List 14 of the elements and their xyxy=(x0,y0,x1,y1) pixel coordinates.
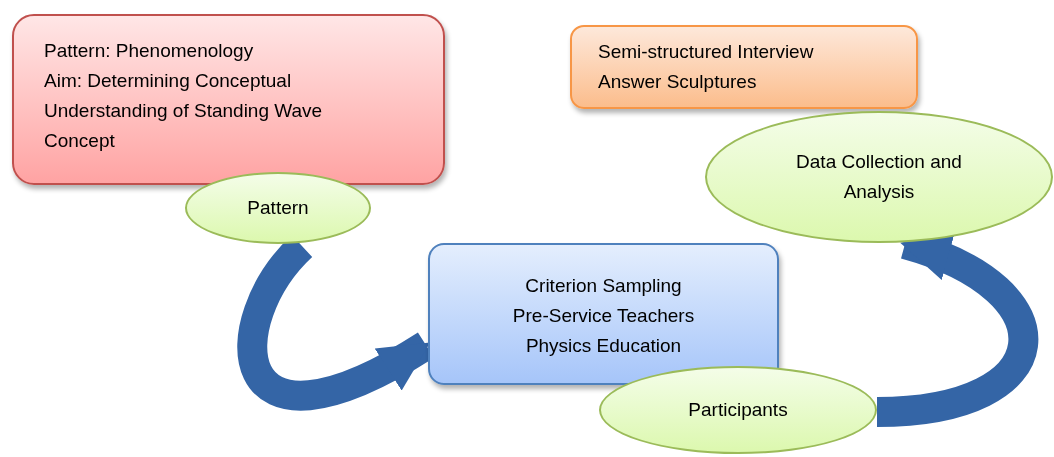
node-text: Answer Sculptures xyxy=(598,70,758,94)
node-text: Pattern: Phenomenology xyxy=(44,39,255,63)
node-text: Data Collection and Analysis xyxy=(795,150,963,204)
process-box xyxy=(428,243,779,385)
node-text: Aim: Determining Conceptual Understanding of Standing Wave Concept xyxy=(44,69,324,153)
label-ellipse xyxy=(705,111,1053,243)
node-text: Pre-Service Teachers xyxy=(512,304,695,328)
node-text: Criterion Sampling xyxy=(525,274,682,298)
node-text: Pattern xyxy=(247,196,309,220)
node-text: Physics Education xyxy=(525,334,682,358)
node-text: Participants xyxy=(688,398,788,422)
process-box xyxy=(12,14,445,185)
node-text: Semi-structured Interview xyxy=(598,40,815,64)
process-box xyxy=(570,25,918,109)
